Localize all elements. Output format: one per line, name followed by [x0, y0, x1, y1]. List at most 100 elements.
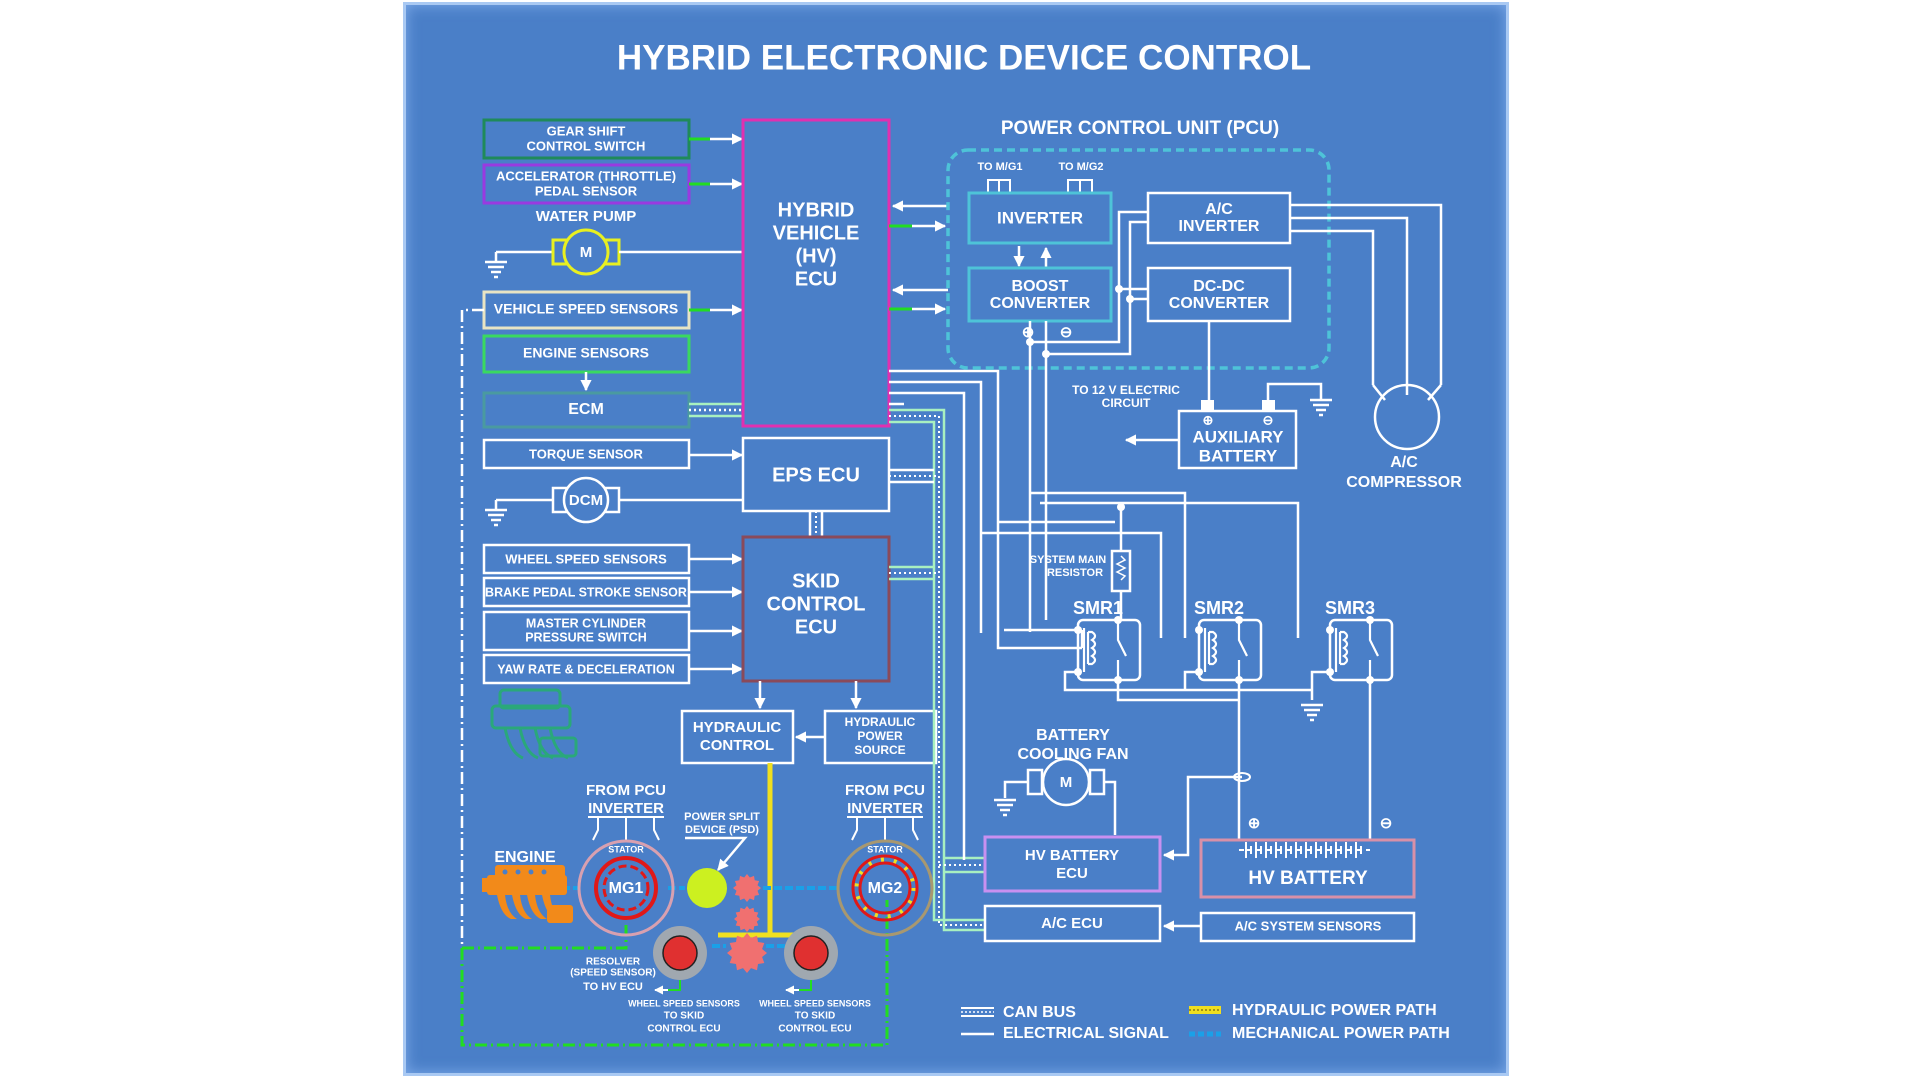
svg-text:(HV): (HV) [795, 245, 836, 267]
relay-coil-icon [1082, 628, 1097, 672]
svg-text:CONVERTER: CONVERTER [990, 295, 1091, 312]
svg-text:DCM: DCM [569, 492, 603, 509]
psd-label-1: POWER SPLIT [684, 811, 760, 823]
svg-text:HYDRAULIC: HYDRAULIC [845, 715, 916, 729]
from-pcu-inverter-1-label-1: FROM PCU [586, 782, 666, 799]
svg-text:AUXILIARY: AUXILIARY [1193, 427, 1285, 446]
svg-text:PEDAL SENSOR: PEDAL SENSOR [535, 183, 638, 198]
smr-relay-3: SMR3 [1325, 598, 1394, 684]
aux-ground-wire [1266, 382, 1323, 400]
pcu-title: POWER CONTROL UNIT (PCU) [1001, 118, 1279, 139]
svg-text:INVERTER: INVERTER [1179, 218, 1260, 235]
eps-ecu: EPS ECU [741, 436, 891, 513]
hv-battery: ⊕ ⊖ HV BATTERY [1199, 815, 1416, 899]
system-main-resistor-label-2: RESISTOR [1047, 567, 1103, 579]
from-pcu-inverter-1-label-2: INVERTER [588, 800, 664, 817]
psd-gears [727, 874, 767, 973]
svg-text:HV BATTERY: HV BATTERY [1248, 868, 1368, 889]
dc-dc-converter: DC-DC CONVERTER [1146, 266, 1292, 323]
junction-dot [1366, 616, 1374, 624]
mg1-resolver-line [462, 925, 628, 950]
legend-can-bus-label: CAN BUS [1003, 1004, 1076, 1021]
svg-text:ENGINE SENSORS: ENGINE SENSORS [523, 345, 649, 361]
yaw-rate-deceleration: YAW RATE & DECELERATION [482, 653, 691, 685]
gear-icon [734, 906, 760, 932]
ecm: ECM [482, 391, 691, 429]
svg-text:ECU: ECU [795, 616, 837, 638]
legend-can-bus-swatch [961, 1007, 994, 1017]
svg-text:VEHICLE: VEHICLE [773, 222, 860, 244]
from-pcu-inverter-2-label-2: INVERTER [847, 800, 923, 817]
svg-text:⊖: ⊖ [1380, 815, 1393, 832]
ac-ecu: A/C ECU [983, 904, 1162, 943]
svg-text:PRESSURE SWITCH: PRESSURE SWITCH [525, 630, 647, 644]
system-main-resistor-label-1: SYSTEM MAIN [1030, 554, 1106, 566]
svg-text:ECM: ECM [568, 401, 604, 418]
diagram-title: HYBRID ELECTRONIC DEVICE CONTROL [617, 38, 1311, 77]
system-main-resistor-icon [1110, 503, 1132, 619]
smr-relay-2: SMR2 [1194, 598, 1263, 684]
battery-cooling-fan-icon: M [992, 757, 1117, 835]
current-sensor-icon [1233, 772, 1251, 782]
psd-pointer-arrow [685, 836, 748, 871]
svg-text:SKID: SKID [792, 570, 840, 592]
svg-text:BATTERY: BATTERY [1199, 446, 1278, 465]
wheel-speed-sensors: WHEEL SPEED SENSORS [482, 543, 691, 575]
svg-text:⊖: ⊖ [1263, 412, 1274, 427]
engine-outline-icon [490, 688, 578, 760]
svg-text:BOOST: BOOST [1012, 278, 1069, 295]
can-bus-trunk [889, 408, 985, 932]
left-wheel-icon [653, 926, 707, 980]
left-wss-wire [666, 980, 681, 991]
left-wss-label-1: WHEEL SPEED SENSORS [628, 998, 740, 1008]
svg-text:⊕: ⊕ [1203, 412, 1214, 427]
svg-text:CONVERTER: CONVERTER [1169, 295, 1270, 312]
svg-text:MG1: MG1 [609, 880, 644, 897]
ac-compressor-icon [1372, 383, 1442, 451]
mg1-phase-wires [588, 816, 664, 841]
ac-inverter: A/C INVERTER [1146, 191, 1292, 245]
svg-text:EPS ECU: EPS ECU [772, 464, 860, 486]
left-wss-label-2: TO SKID [664, 1011, 704, 1022]
master-cylinder-pressure-switch: MASTER CYLINDER PRESSURE SWITCH [482, 610, 691, 652]
svg-text:MASTER CYLINDER: MASTER CYLINDER [526, 616, 646, 630]
power-split-device-icon [687, 868, 727, 908]
svg-text:A/C: A/C [1205, 201, 1233, 218]
hv-battery-ecu: HV BATTERY ECU [983, 835, 1162, 893]
svg-text:ACCELERATOR (THROTTLE): ACCELERATOR (THROTTLE) [496, 168, 676, 183]
svg-text:GEAR SHIFT: GEAR SHIFT [547, 123, 626, 138]
smr-label: SMR2 [1194, 598, 1244, 618]
hv-battery-current-sensor-arrow [1162, 775, 1242, 861]
from-pcu-inverter-2-label-1: FROM PCU [845, 782, 925, 799]
psd-label-2: DEVICE (PSD) [685, 824, 759, 836]
svg-text:A/C ECU: A/C ECU [1041, 915, 1103, 932]
legend-mechanical-label: MECHANICAL POWER PATH [1232, 1025, 1450, 1042]
boost-converter: BOOST CONVERTER [967, 266, 1113, 323]
svg-text:INVERTER: INVERTER [997, 208, 1083, 227]
svg-text:⊕: ⊕ [1248, 815, 1261, 832]
svg-text:M: M [1060, 774, 1073, 791]
water-pump-label: WATER PUMP [536, 208, 637, 225]
resolver-signal-line [460, 900, 889, 1047]
right-wss-label-1: WHEEL SPEED SENSORS [759, 998, 871, 1008]
right-wss-wire [797, 980, 812, 991]
hydraulic-control: HYDRAULIC CONTROL [680, 709, 795, 765]
mg1-icon: STATOR MG1 [577, 839, 675, 937]
aux-ground-icon [1308, 398, 1334, 417]
legend-hydraulic-label: HYDRAULIC POWER PATH [1232, 1002, 1437, 1019]
right-wss-label-3: CONTROL ECU [778, 1024, 851, 1035]
engine-icon [482, 865, 573, 923]
svg-text:BRAKE PEDAL STROKE SENSOR: BRAKE PEDAL STROKE SENSOR [485, 585, 687, 599]
resolver-label-2: (SPEED SENSOR) [570, 968, 656, 979]
junction-dot [1235, 616, 1243, 624]
to-mg2-label: TO M/G2 [1058, 161, 1103, 173]
to-12v-label-1: TO 12 V ELECTRIC [1072, 383, 1180, 397]
svg-text:A/C SYSTEM SENSORS: A/C SYSTEM SENSORS [1235, 918, 1382, 933]
svg-text:M: M [580, 244, 593, 261]
svg-text:CONTROL SWITCH: CONTROL SWITCH [527, 138, 646, 153]
svg-text:MG2: MG2 [868, 880, 903, 897]
svg-text:STATOR: STATOR [867, 844, 903, 854]
junction-dot [1114, 616, 1122, 624]
relay-switch-icon [1116, 620, 1127, 680]
gear-icon [733, 874, 761, 902]
